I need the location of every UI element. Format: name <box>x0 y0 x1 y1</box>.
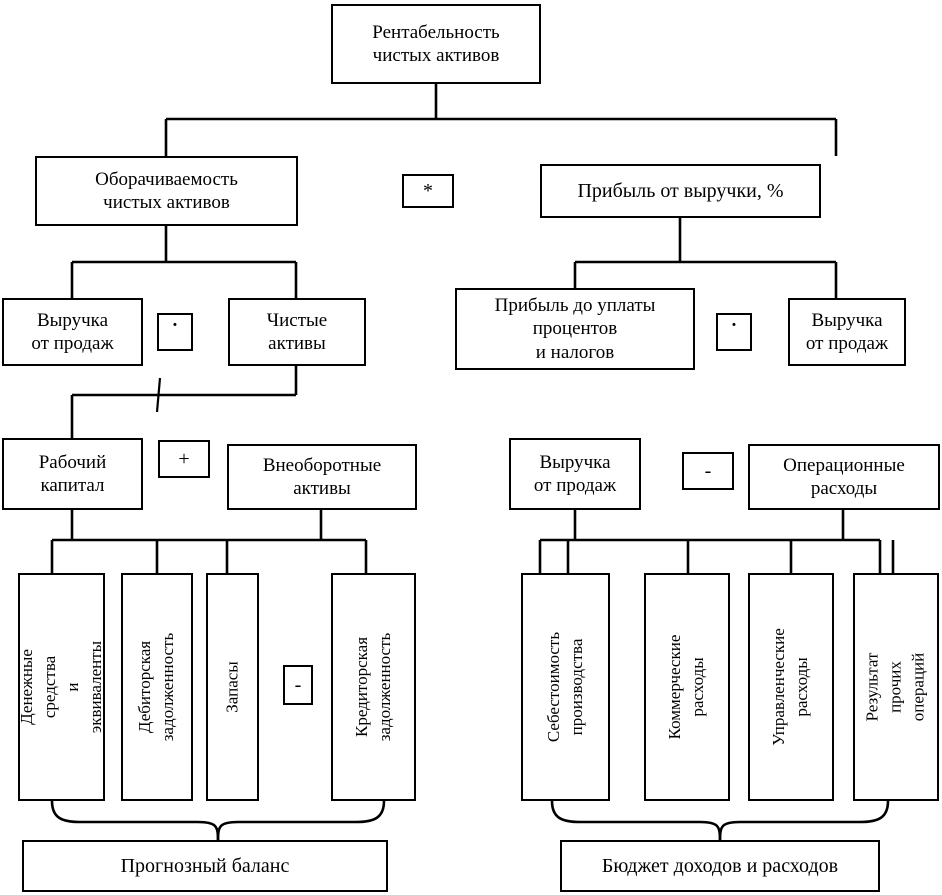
node-label: Выручка от продаж <box>31 309 114 354</box>
operator-label: - <box>294 674 302 696</box>
node-label: Денежные средства и эквиваленты <box>18 640 105 734</box>
node-return-on-net-assets[interactable]: Рентабельность чистых активов <box>331 4 541 84</box>
operator-label: · <box>729 310 739 339</box>
operator-multiply: * <box>402 174 454 208</box>
node-forecast-balance-sheet[interactable]: Прогнозный баланс <box>22 840 388 892</box>
operator-divide-right: · <box>716 310 752 351</box>
node-label: Управленческие расходы <box>769 628 811 746</box>
node-working-capital[interactable]: Рабочий капитал <box>2 438 143 510</box>
node-sales-revenue-expense-side[interactable]: Выручка от продаж <box>509 438 641 510</box>
node-selling-expenses[interactable]: Коммерческие расходы <box>644 573 730 801</box>
node-net-asset-turnover[interactable]: Оборачиваемость чистых активов <box>35 156 298 226</box>
node-accounts-payable[interactable]: Кредиторская задолженность <box>331 573 416 801</box>
node-label: Прибыль до уплаты процентов и налогов <box>494 295 656 363</box>
node-label: Результат прочих операций <box>862 652 928 722</box>
node-label: Рабочий капитал <box>38 451 107 496</box>
node-accounts-receivable[interactable]: Дебиторская задолженность <box>121 573 193 801</box>
operator-minus-balance: - <box>283 665 313 705</box>
node-non-current-assets[interactable]: Внеоборотные активы <box>227 444 417 510</box>
node-label: Чистые активы <box>266 309 328 354</box>
node-label: Выручка от продаж <box>533 451 617 496</box>
node-label: Запасы <box>222 661 242 713</box>
operator-label: + <box>178 448 190 470</box>
node-sales-revenue-right[interactable]: Выручка от продаж <box>788 298 906 366</box>
operator-minus-level4: - <box>682 452 734 490</box>
node-label: Оборачиваемость чистых активов <box>95 168 238 213</box>
operator-label: - <box>704 460 712 482</box>
node-administrative-expenses[interactable]: Управленческие расходы <box>748 573 834 801</box>
operator-label: · <box>170 310 180 339</box>
node-ebit[interactable]: Прибыль до уплаты процентов и налогов <box>455 288 695 370</box>
node-income-expense-budget[interactable]: Бюджет доходов и расходов <box>560 840 880 892</box>
node-label: Выручка от продаж <box>805 309 889 354</box>
node-label: Внеоборотные активы <box>262 454 382 499</box>
node-profit-from-revenue[interactable]: Прибыль от выручки, % <box>540 164 821 218</box>
node-net-assets[interactable]: Чистые активы <box>228 298 366 366</box>
node-label: Прогнозный баланс <box>120 854 290 877</box>
node-label: Бюджет доходов и расходов <box>601 854 839 877</box>
node-operating-expenses[interactable]: Операционные расходы <box>748 444 940 510</box>
operator-divide-left: · <box>157 310 193 351</box>
operator-plus: + <box>158 440 210 478</box>
node-cost-of-production[interactable]: Себестоимость производства <box>521 573 610 801</box>
node-label: Прибыль от выручки, % <box>577 179 784 202</box>
node-label: Операционные расходы <box>783 454 905 499</box>
operator-label: * <box>423 180 433 202</box>
node-label: Кредиторская задолженность <box>351 632 394 742</box>
node-label: Коммерческие расходы <box>665 634 707 740</box>
node-sales-revenue-left[interactable]: Выручка от продаж <box>2 298 143 366</box>
node-label: Себестоимость производства <box>543 631 586 743</box>
node-cash-and-equivalents[interactable]: Денежные средства и эквиваленты <box>18 573 105 801</box>
node-label: Дебиторская задолженность <box>135 632 177 742</box>
node-other-operations-result[interactable]: Результат прочих операций <box>853 573 939 801</box>
node-label: Рентабельность чистых активов <box>372 21 500 66</box>
node-inventory[interactable]: Запасы <box>206 573 259 801</box>
